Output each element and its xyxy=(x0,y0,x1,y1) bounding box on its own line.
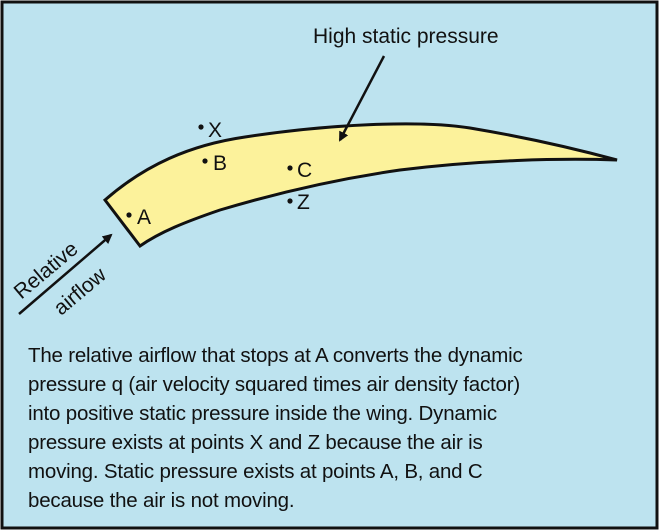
point-c-label: C xyxy=(297,159,312,182)
point-z-label: Z xyxy=(297,191,310,214)
point-a-label: A xyxy=(137,206,151,229)
caption-line: pressure q (air velocity squared times a… xyxy=(28,373,520,396)
high-pressure-arrow xyxy=(338,55,386,142)
caption-line: into positive static pressure inside the… xyxy=(28,402,497,425)
high-static-pressure-label: High static pressure xyxy=(313,25,499,48)
point-b-label: B xyxy=(213,152,227,175)
point-b-dot xyxy=(202,158,208,164)
point-x-dot xyxy=(198,124,204,130)
point-c-dot xyxy=(287,165,293,171)
caption-line: pressure exists at points X and Z becaus… xyxy=(28,431,483,454)
point-x-label: X xyxy=(208,119,222,142)
caption-line: The relative airflow that stops at A con… xyxy=(28,344,523,367)
relative-airflow-arrow xyxy=(18,233,113,315)
wing-airfoil xyxy=(102,122,618,249)
caption-line: moving. Static pressure exists at points… xyxy=(28,460,483,483)
caption-paragraph: The relative airflow that stops at A con… xyxy=(28,341,650,515)
point-a-dot xyxy=(126,212,132,218)
caption-line: because the air is not moving. xyxy=(28,489,295,512)
point-z-dot xyxy=(287,198,293,204)
